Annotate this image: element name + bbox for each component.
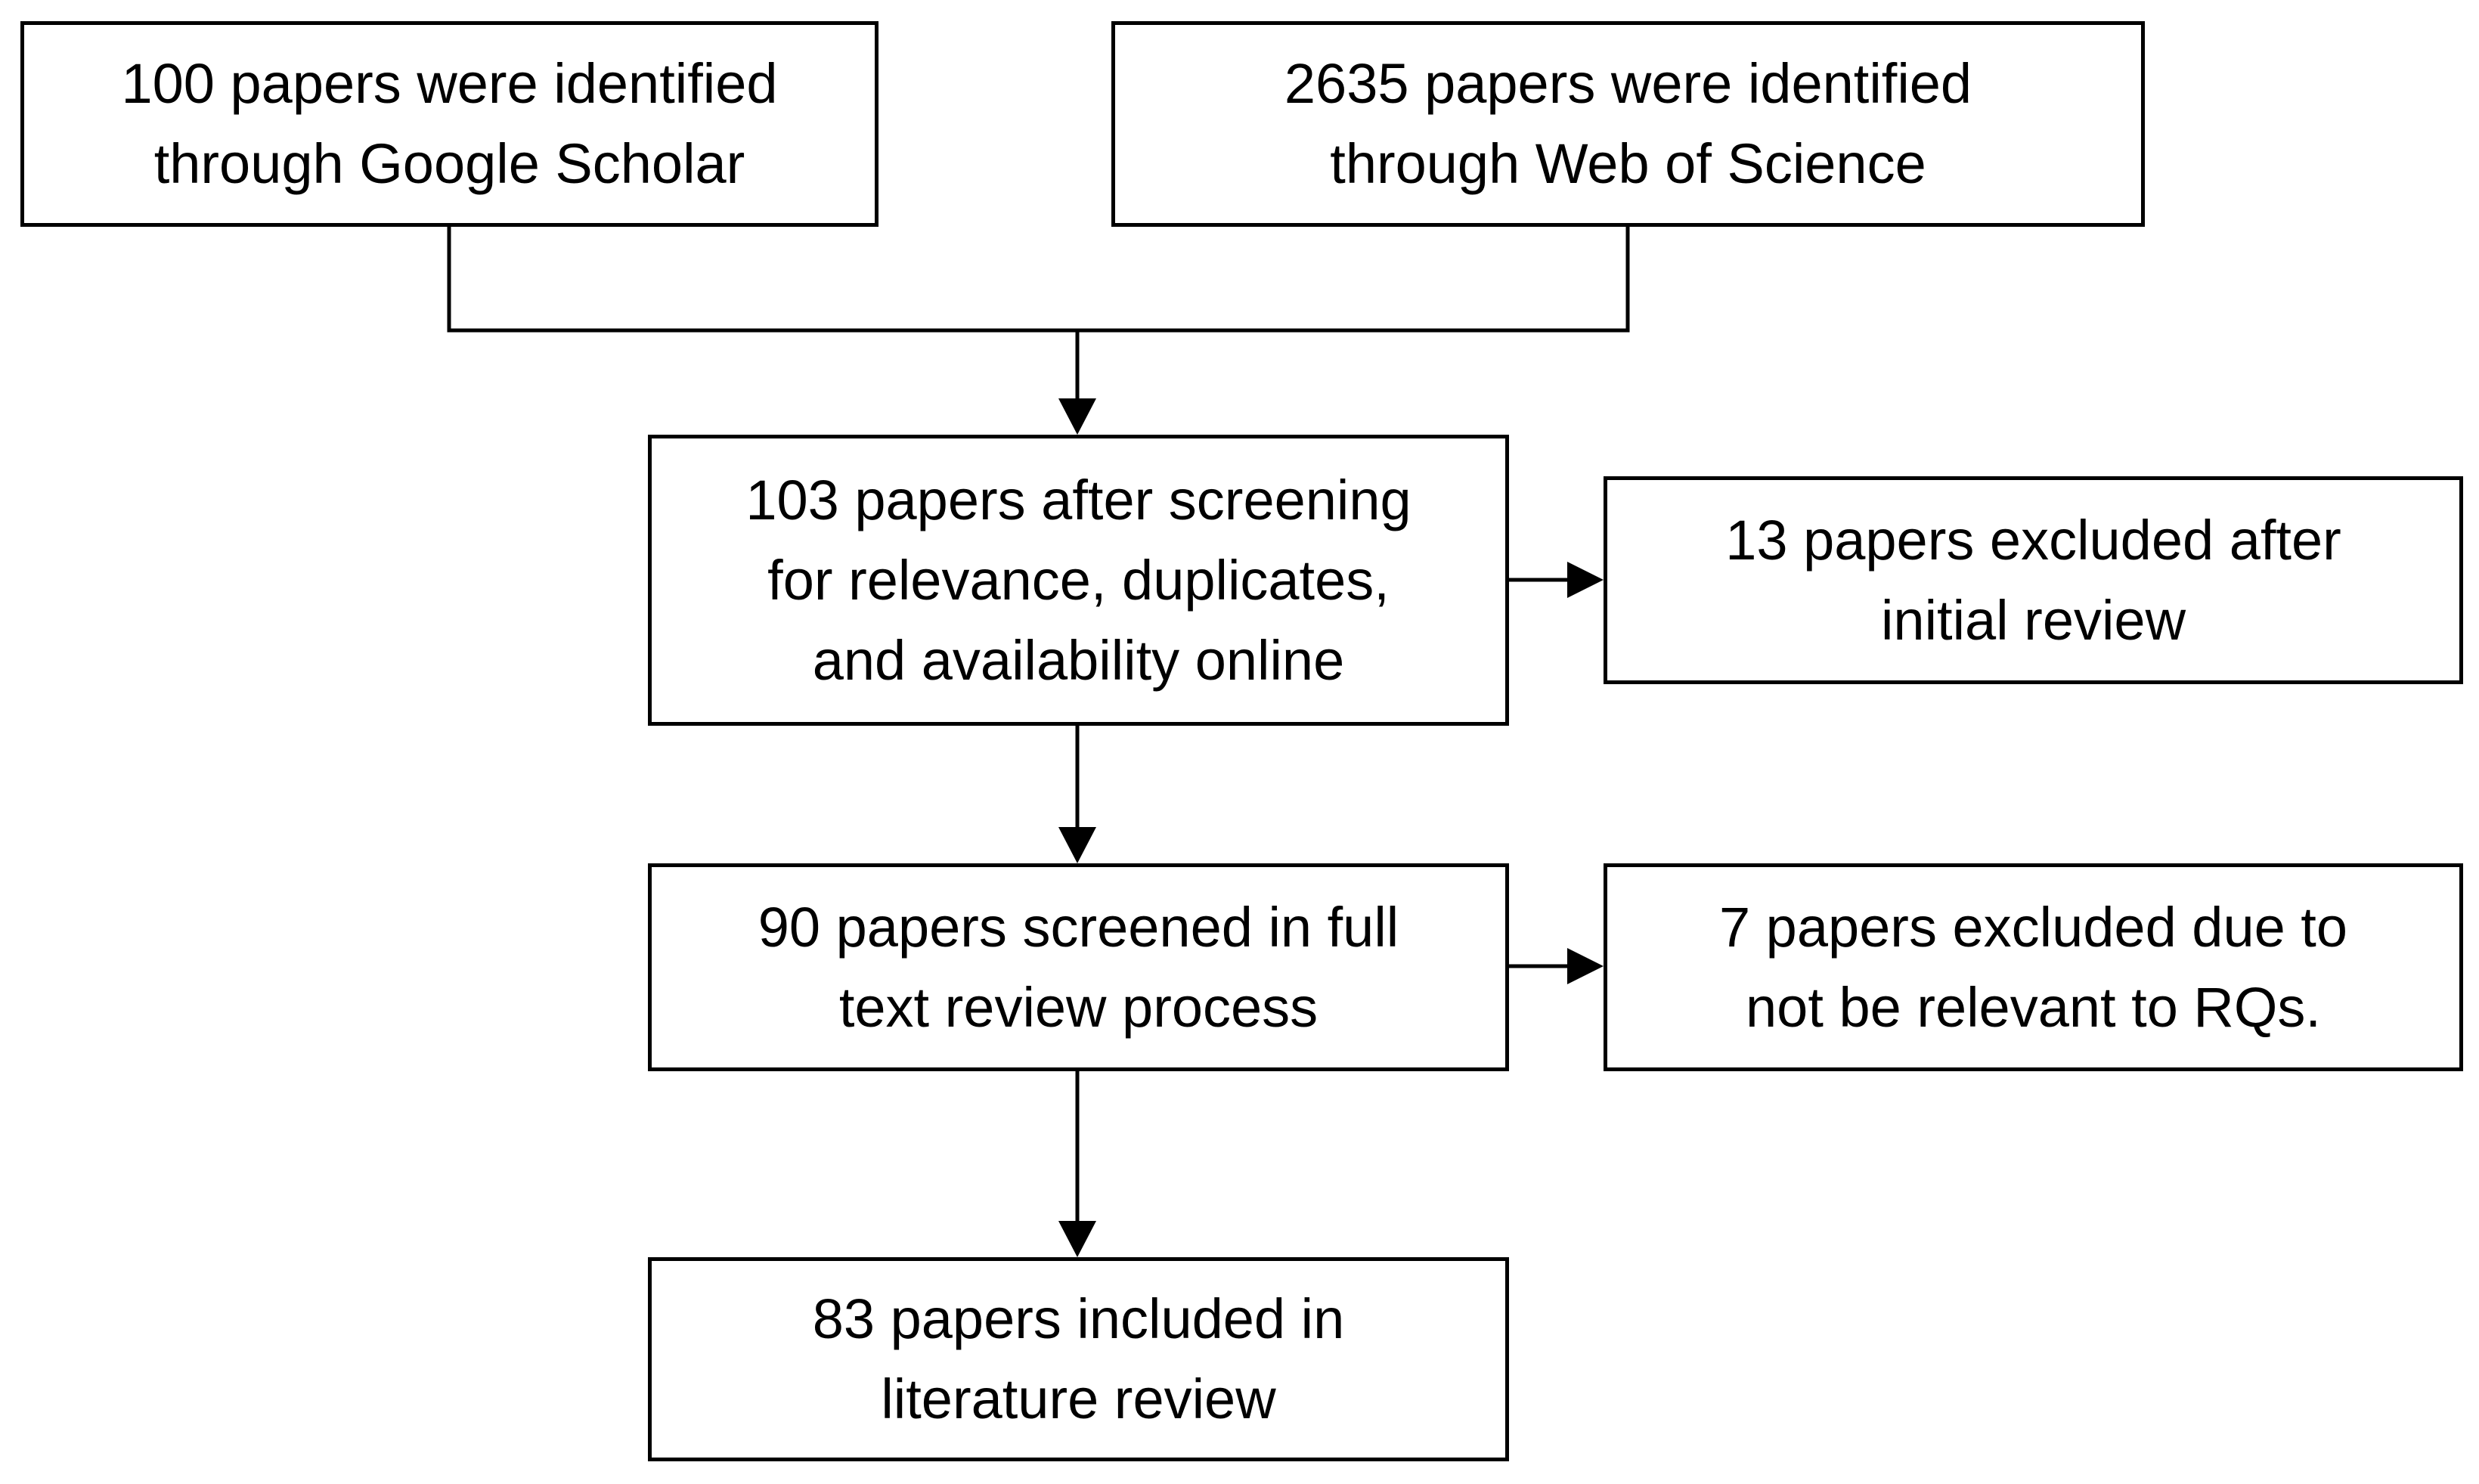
excluded-rq-box: 7 papers excluded due to not be relevant… (1604, 863, 2463, 1071)
excluded-initial-line-2: initial review (1880, 588, 2186, 652)
screening-box: 103 papers after screening for relevance… (648, 435, 1509, 726)
full-text-line-2: text review process (838, 975, 1319, 1039)
excluded-rq-line-1: 7 papers excluded due to (1718, 895, 2348, 959)
web-of-science-line-1: 2635 papers were identified (1284, 52, 1972, 115)
screening-line-3: and availability online (812, 628, 1345, 692)
full-text-box: 90 papers screened in full text review p… (648, 863, 1509, 1071)
google-scholar-line-2: through Google Scholar (153, 132, 745, 195)
arrowhead-merge-to-screening (1058, 398, 1096, 435)
web-of-science-line-2: through Web of Science (1330, 132, 1926, 195)
google-scholar-line-1: 100 papers were identified (121, 52, 778, 115)
full-text-line-1: 90 papers screened in full (758, 895, 1399, 959)
arrowhead-full-text-to-included (1058, 1221, 1096, 1257)
included-box: 83 papers included in literature review (648, 1257, 1509, 1461)
web-of-science-box: 2635 papers were identified through Web … (1111, 21, 2145, 227)
included-line-1: 83 papers included in (812, 1287, 1345, 1350)
merge-connector (447, 227, 1630, 333)
google-scholar-box: 100 papers were identified through Googl… (20, 21, 878, 227)
arrowhead-screening-to-excluded-initial (1567, 562, 1604, 598)
included-line-2: literature review (881, 1368, 1276, 1430)
excluded-initial-line-1: 13 papers excluded after (1725, 508, 2341, 572)
excluded-initial-box: 13 papers excluded after initial review (1604, 476, 2463, 684)
arrowhead-screening-to-full-text (1058, 827, 1096, 863)
arrowhead-full-text-to-excluded-rq (1567, 948, 1604, 984)
screening-line-1: 103 papers after screening (745, 468, 1411, 531)
screening-line-2: for relevance, duplicates, (767, 548, 1390, 612)
excluded-rq-line-2: not be relevant to RQs. (1746, 975, 2321, 1039)
